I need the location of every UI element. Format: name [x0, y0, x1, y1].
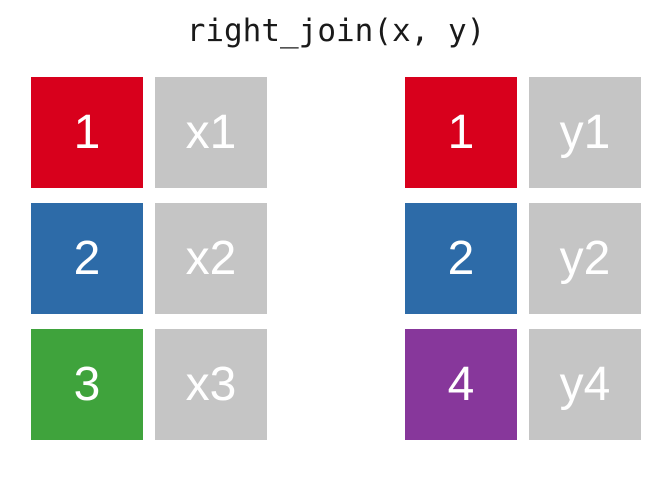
table-x-key-cell: 1: [31, 77, 143, 188]
table-x: 1 x1 2 x2 3 x3: [31, 77, 267, 440]
table-x-key-cell: 2: [31, 203, 143, 314]
table-x-value-cell: x3: [155, 329, 267, 440]
table-y-key-cell: 4: [405, 329, 517, 440]
table-x-value-cell: x2: [155, 203, 267, 314]
table-y-value-cell: y2: [529, 203, 641, 314]
table-y-value-cell: y1: [529, 77, 641, 188]
table-y-key-cell: 2: [405, 203, 517, 314]
table-y-key-cell: 1: [405, 77, 517, 188]
table-y: 1 y1 2 y2 4 y4: [405, 77, 641, 440]
table-y-value-cell: y4: [529, 329, 641, 440]
table-x-value-cell: x1: [155, 77, 267, 188]
diagram-title: right_join(x, y): [186, 13, 486, 49]
table-x-key-cell: 3: [31, 329, 143, 440]
